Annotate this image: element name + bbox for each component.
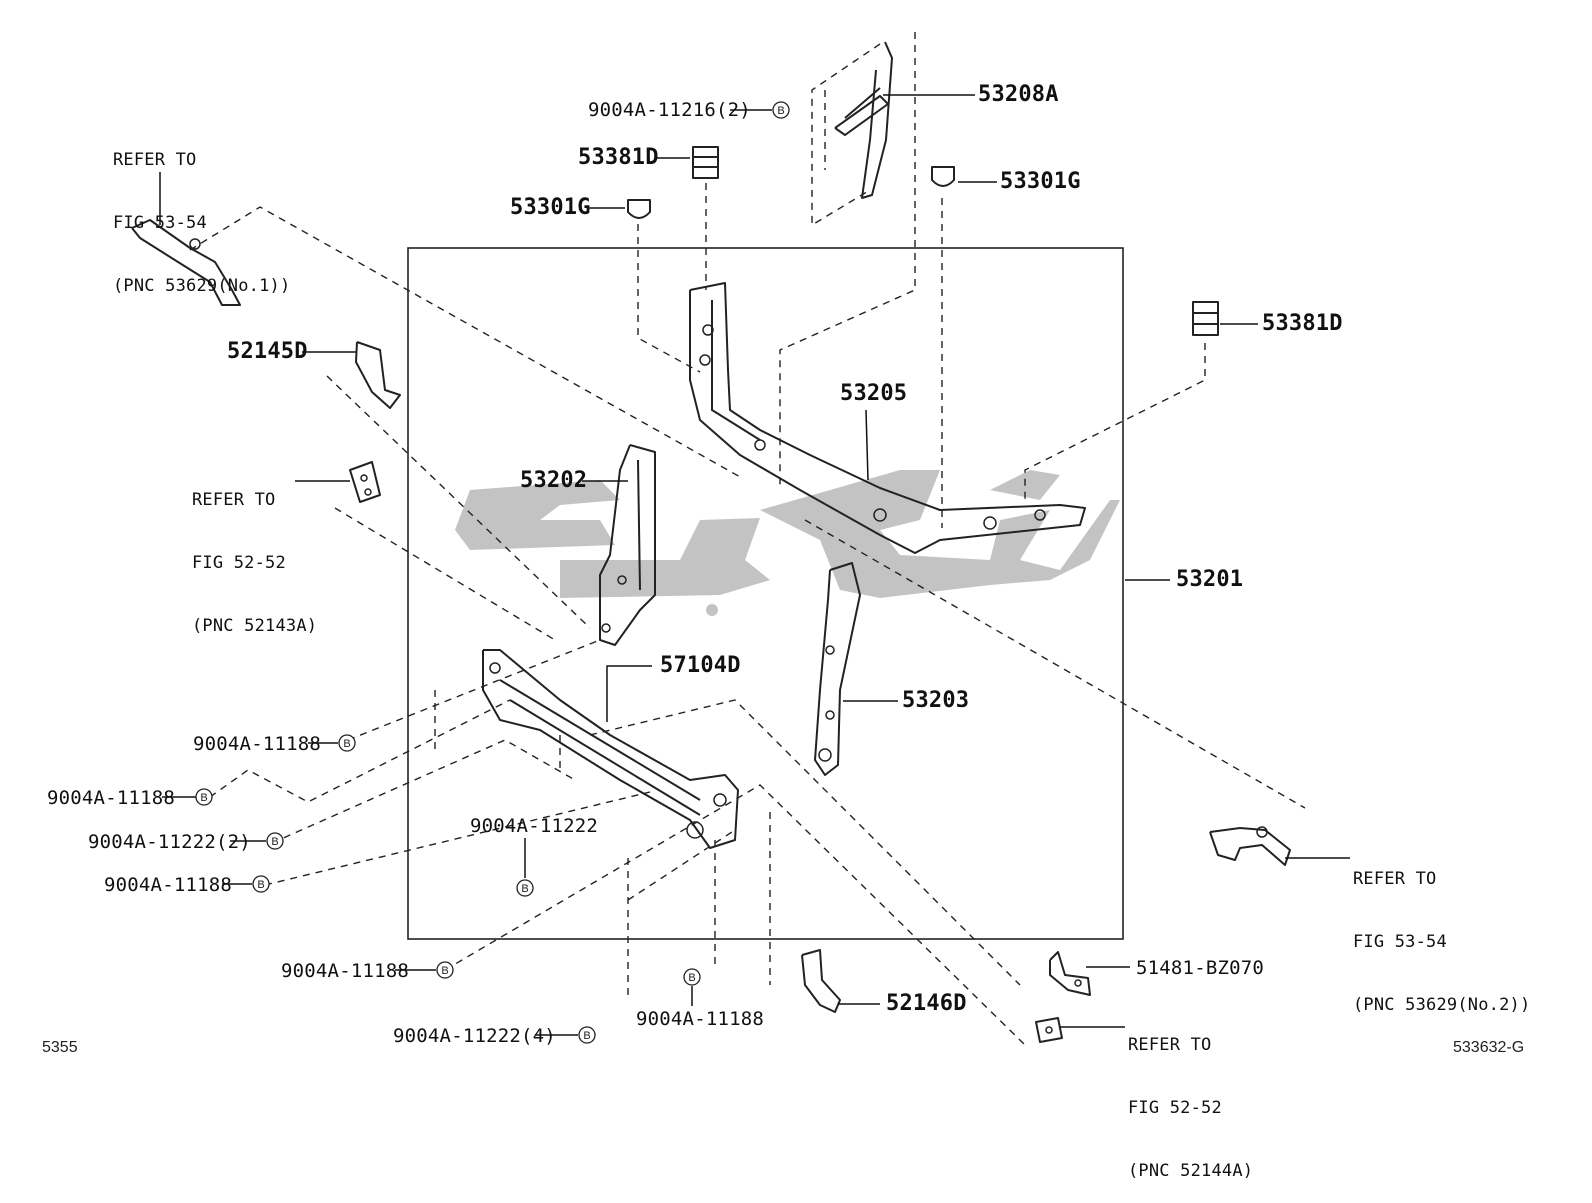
callout-9004A-11188-c: 9004A-11188 bbox=[104, 874, 233, 896]
svg-text:B: B bbox=[521, 883, 528, 895]
svg-text:B: B bbox=[271, 836, 278, 848]
bolt-icon: B bbox=[683, 968, 701, 986]
callout-53381D-top: 53381D bbox=[578, 145, 659, 170]
callout-9004A-11188-e: 9004A-11188 bbox=[636, 1008, 765, 1030]
callout-57104D: 57104D bbox=[660, 653, 741, 678]
reference-line: REFER TO bbox=[1128, 1035, 1212, 1055]
callout-53301G-right: 53301G bbox=[1000, 169, 1081, 194]
svg-text:B: B bbox=[200, 792, 207, 804]
callout-9004A-11222-4: 9004A-11222(4) bbox=[393, 1025, 556, 1047]
callout-53205: 53205 bbox=[840, 381, 908, 406]
callout-51481-BZ070: 51481-BZ070 bbox=[1136, 957, 1265, 979]
bolt-icon: B bbox=[516, 879, 534, 897]
reference-line: REFER TO bbox=[192, 490, 276, 510]
callout-53202: 53202 bbox=[520, 468, 588, 493]
bolt-icon: B bbox=[266, 832, 284, 850]
svg-text:B: B bbox=[777, 105, 784, 117]
reference-line: (PNC 52143A) bbox=[192, 616, 318, 636]
bolt-icon: B bbox=[195, 788, 213, 806]
svg-text:B: B bbox=[343, 738, 350, 750]
part-53629-no1 bbox=[131, 219, 241, 306]
bolt-symbols: B B B B B B B B B bbox=[195, 101, 790, 1044]
reference-line: (PNC 53629(No.1)) bbox=[113, 276, 291, 296]
callout-9004A-11188-b: 9004A-11188 bbox=[47, 787, 176, 809]
part-53301G-left bbox=[627, 199, 651, 219]
reference-line: REFER TO bbox=[113, 150, 197, 170]
reference-note-bottom: REFER TO FIG 52-52 (PNC 52144A) bbox=[1128, 993, 1253, 1203]
reference-line: FIG 53-54 bbox=[1353, 932, 1447, 952]
leader-lines bbox=[159, 94, 1350, 1036]
bolt-icon: B bbox=[772, 101, 790, 119]
callout-53208A: 53208A bbox=[978, 82, 1059, 107]
part-52145D bbox=[355, 341, 401, 409]
part-53205 bbox=[689, 282, 1086, 554]
part-53381D-right bbox=[1192, 301, 1219, 336]
callout-52146D: 52146D bbox=[886, 991, 967, 1016]
watermark-logo bbox=[455, 470, 1120, 616]
reference-line: FIG 52-52 bbox=[1128, 1098, 1222, 1118]
part-53203 bbox=[814, 562, 861, 776]
part-51481 bbox=[1049, 951, 1091, 996]
part-52146D bbox=[801, 949, 841, 1013]
reference-note-top-left: REFER TO FIG 53-54 (PNC 53629(No.1)) bbox=[113, 108, 290, 318]
bolt-icon: B bbox=[252, 875, 270, 893]
reference-line: FIG 53-54 bbox=[113, 213, 207, 233]
callout-53203: 53203 bbox=[902, 688, 970, 713]
svg-text:B: B bbox=[257, 879, 264, 891]
callout-9004A-11188-a: 9004A-11188 bbox=[193, 733, 322, 755]
part-57104D bbox=[482, 649, 739, 849]
svg-text:B: B bbox=[583, 1030, 590, 1042]
parts-diagram: B B B B B B B B B bbox=[131, 32, 1350, 1046]
bolt-icon: B bbox=[578, 1026, 596, 1044]
reference-note-mid-left: REFER TO FIG 52-52 (PNC 52143A) bbox=[192, 448, 317, 658]
assembly-dash-lines bbox=[189, 32, 1306, 1046]
part-53381D-top bbox=[692, 146, 719, 179]
reference-note-right: REFER TO FIG 53-54 (PNC 53629(No.2)) bbox=[1353, 827, 1530, 1037]
reference-line: (PNC 52144A) bbox=[1128, 1161, 1254, 1181]
reference-line: FIG 52-52 bbox=[192, 553, 286, 573]
callout-9004A-11216: 9004A-11216(2) bbox=[588, 99, 751, 121]
callout-53201: 53201 bbox=[1176, 567, 1244, 592]
part-52144A bbox=[1035, 1017, 1063, 1043]
callout-53381D-right: 53381D bbox=[1262, 311, 1343, 336]
callout-9004A-11188-d: 9004A-11188 bbox=[281, 960, 410, 982]
callout-9004A-11222-2: 9004A-11222(2) bbox=[88, 831, 251, 853]
part-53208A bbox=[834, 41, 893, 199]
callout-52145D: 52145D bbox=[227, 339, 308, 364]
reference-line: REFER TO bbox=[1353, 869, 1437, 889]
part-53301G-right bbox=[931, 166, 955, 187]
bolt-icon: B bbox=[338, 734, 356, 752]
part-52143A bbox=[349, 461, 381, 503]
callout-9004A-11222: 9004A-11222 bbox=[470, 815, 599, 837]
page-code-left: 5355 bbox=[42, 1039, 78, 1056]
part-53629-no2 bbox=[1209, 826, 1291, 866]
part-53202 bbox=[599, 444, 656, 646]
svg-text:B: B bbox=[688, 972, 695, 984]
bolt-icon: B bbox=[436, 961, 454, 979]
figure-code-right: 533632-G bbox=[1453, 1039, 1525, 1056]
reference-line: (PNC 53629(No.2)) bbox=[1353, 995, 1531, 1015]
svg-text:B: B bbox=[441, 965, 448, 977]
assembly-frame-box bbox=[407, 247, 1124, 940]
callout-53301G-left: 53301G bbox=[510, 195, 591, 220]
